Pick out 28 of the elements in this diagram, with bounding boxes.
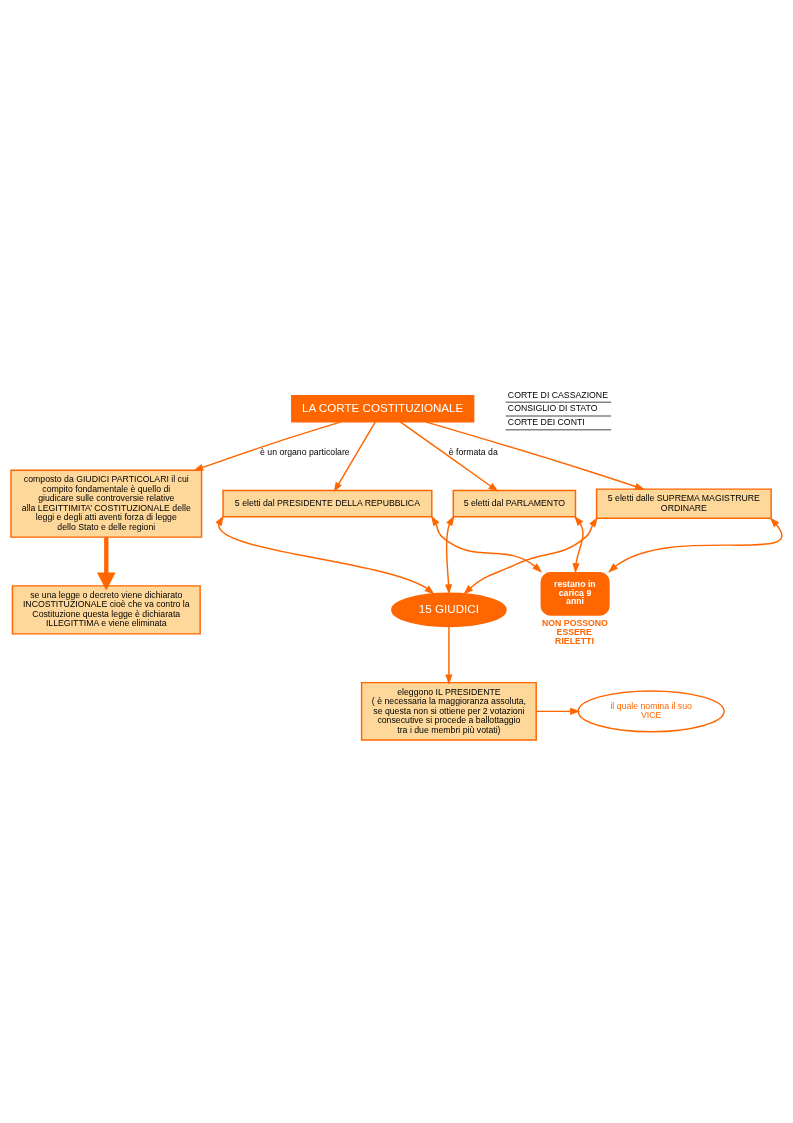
node-label: NON POSSONO ESSERE RIELETTI (542, 618, 608, 646)
node-box: se una legge o decreto viene dichiarato INCOSTITUZIONALE cioè che va contro la Costituzione questa legge è dichiarata ILLEGITTIMA e viene eliminata (11, 585, 201, 635)
arrow (424, 421, 646, 490)
node-ellipse: il quale nomina il suo VICE (577, 690, 725, 733)
node-box: 5 eletti dal PRESIDENTE DELLA REPUBBLICA (222, 489, 433, 518)
arrow (193, 421, 342, 471)
arrow (608, 517, 783, 573)
arrow (96, 537, 116, 591)
arrow (399, 421, 499, 492)
edge-label: è un organo particolare (260, 446, 350, 457)
label: CONSIGLIO DI STATO (507, 403, 598, 414)
arrow (445, 515, 455, 595)
node-box: composto da GIUDICI PARTICOLARI il cui compito fondamentale è quello di giudicare sulle controversie relative alla LEGITTIMITA’ COSTITUZIONALE delle leggi e degli atti aventi forza di legge dello Stato e delle regioni (10, 469, 203, 538)
arrow (463, 517, 598, 595)
label: CORTE DI CASSAZIONE (507, 389, 608, 400)
arrow (572, 515, 584, 574)
label: CORTE DEI CONTI (507, 417, 585, 428)
edge-label: è formata da (448, 446, 498, 457)
arrow (445, 625, 453, 685)
arrow (333, 421, 377, 493)
node-box: 5 eletti dalle SUPREMA MAGISTRURE ORDINARE (595, 488, 772, 519)
arrow (431, 515, 543, 573)
node-ellipse: 15 GIUDICI (391, 592, 507, 628)
node-box: LA CORTE COSTITUZIONALE (291, 394, 475, 423)
arrow (215, 515, 435, 595)
node-box: eleggono IL PRESIDENTE ( è necessaria la maggioranza assoluta, se questa non si ottiene per 2 votazioni consecutive si procede a ballottaggio tra i due membri più votati) (360, 681, 537, 741)
arrow (535, 707, 581, 715)
node-box: 5 eletti dal PARLAMENTO (452, 489, 577, 518)
